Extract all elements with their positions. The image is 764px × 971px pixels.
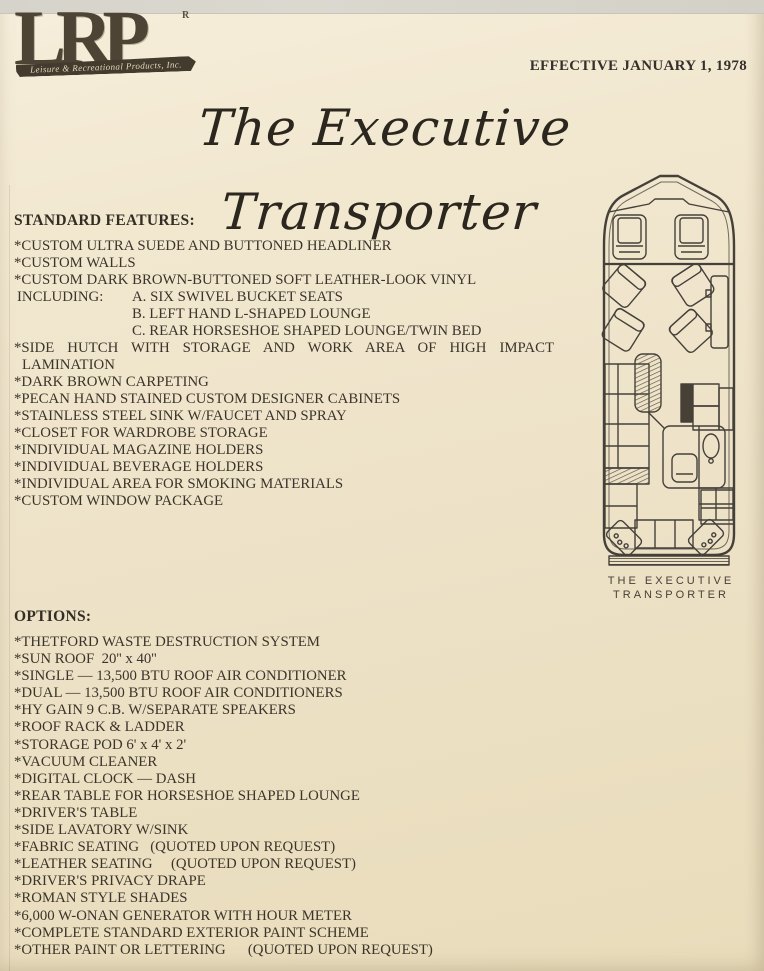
van-body-outline xyxy=(602,174,736,557)
options-section: OPTIONS: *THETFORD WASTE DESTRUCTION SYS… xyxy=(14,608,634,959)
side-lavatory xyxy=(662,425,726,489)
including-label: INCLUDING: xyxy=(17,289,104,305)
floor-plan-caption: THE EXECUTIVE TRANSPORTER xyxy=(585,574,757,602)
options-heading: OPTIONS: xyxy=(14,608,92,625)
swivel-bucket-seats xyxy=(601,262,715,353)
option-item: *DUAL — 13,500 BTU ROOF AIR CONDITIONERS xyxy=(14,685,343,702)
option-item: *COMPLETE STANDARD EXTERIOR PAINT SCHEME xyxy=(14,924,369,941)
standard-features-section: STANDARD FEATURES: *CUSTOM ULTRA SUEDE A… xyxy=(14,212,554,510)
option-item: *STORAGE POD 6' x 4' x 2' xyxy=(14,736,187,753)
registered-trademark-mark: R xyxy=(182,10,190,21)
feature-including-row: INCLUDING: A. SIX SWIVEL BUCKET SEATS xyxy=(14,289,554,306)
option-item: *FABRIC SEATING (QUOTED UPON REQUEST) xyxy=(14,839,336,856)
option-item: *THETFORD WASTE DESTRUCTION SYSTEM xyxy=(14,634,320,650)
l-shaped-lounge xyxy=(604,363,650,529)
front-bucket-seats xyxy=(604,214,734,266)
feature-item: *SIDE HUTCH WITH STORAGE AND WORK AREA O… xyxy=(14,340,554,356)
side-hutch-table xyxy=(634,353,666,430)
feature-item: *INDIVIDUAL AREA FOR SMOKING MATERIALS xyxy=(14,476,344,492)
feature-item: *STAINLESS STEEL SINK W/FAUCET AND SPRAY xyxy=(14,408,347,424)
feature-item: *DARK BROWN CARPETING xyxy=(14,374,209,390)
option-item: *LEATHER SEATING (QUOTED UPON REQUEST) xyxy=(14,856,356,873)
option-item: *SIDE LAVATORY W/SINK xyxy=(14,822,189,839)
option-item: *REAR TABLE FOR HORSESHOE SHAPED LOUNGE xyxy=(14,787,360,804)
paper-crease xyxy=(9,185,10,971)
option-item: *ROOF RACK & LADDER xyxy=(14,719,185,736)
option-item: *DRIVER'S PRIVACY DRAPE xyxy=(14,873,206,890)
including-item-b: B. LEFT HAND L-SHAPED LOUNGE xyxy=(132,306,371,322)
caption-line-2: TRANSPORTER xyxy=(613,589,729,601)
feature-item: *CLOSET FOR WARDROBE STORAGE xyxy=(14,425,268,441)
lrp-logo: LRP R Leisure & Recreational Products, I… xyxy=(14,0,204,80)
option-item: *SINGLE — 13,500 BTU ROOF AIR CONDITIONE… xyxy=(14,668,347,685)
caption-line-1: THE EXECUTIVE xyxy=(607,575,735,587)
designer-cabinets xyxy=(680,383,734,521)
feature-item: *CUSTOM WALLS xyxy=(14,255,136,271)
floor-plan-diagram xyxy=(601,174,736,566)
option-item: *OTHER PAINT OR LETTERING (QUOTED UPON R… xyxy=(14,941,433,958)
side-console xyxy=(705,275,729,349)
option-item: *DIGITAL CLOCK — DASH xyxy=(14,770,196,787)
floor-plan: THE EXECUTIVE TRANSPORTER xyxy=(585,168,757,602)
option-item: *VACUUM CLEANER xyxy=(14,753,158,770)
feature-item: *CUSTOM DARK BROWN-BUTTONED SOFT LEATHER… xyxy=(14,272,477,288)
option-item: *SUN ROOF 20'' x 40'' xyxy=(14,651,157,668)
feature-item: *PECAN HAND STAINED CUSTOM DESIGNER CABI… xyxy=(14,391,401,407)
feature-item: *INDIVIDUAL BEVERAGE HOLDERS xyxy=(14,459,264,475)
sink-basin xyxy=(702,433,720,459)
feature-item-continuation: LAMINATION xyxy=(22,357,115,373)
including-item-a: A. SIX SWIVEL BUCKET SEATS xyxy=(132,289,343,305)
rear-bumper xyxy=(608,555,730,566)
option-item: *6,000 W-ONAN GENERATOR WITH HOUR METER xyxy=(14,907,352,924)
including-item-c: C. REAR HORSESHOE SHAPED LOUNGE/TWIN BED xyxy=(132,323,482,339)
horseshoe-lounge xyxy=(605,489,735,557)
option-item: *HY GAIN 9 C.B. W/SEPARATE SPEAKERS xyxy=(14,702,296,719)
standard-features-heading: STANDARD FEATURES: xyxy=(14,212,195,229)
feature-item: *CUSTOM WINDOW PACKAGE xyxy=(14,493,224,509)
scanner-edge-band xyxy=(0,0,764,14)
feature-item: *CUSTOM ULTRA SUEDE AND BUTTONED HEADLIN… xyxy=(14,238,392,254)
feature-item: *INDIVIDUAL MAGAZINE HOLDERS xyxy=(14,442,264,458)
effective-date: EFFECTIVE JANUARY 1, 1978 xyxy=(529,58,747,74)
option-item: *DRIVER'S TABLE xyxy=(14,804,138,821)
option-item: *ROMAN STYLE SHADES xyxy=(14,890,188,907)
